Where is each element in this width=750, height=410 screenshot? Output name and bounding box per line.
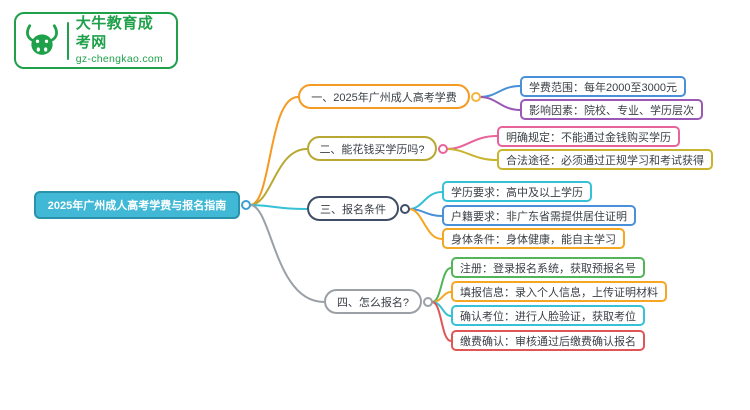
branch1-child2: 影响因素：院校、专业、学历层次 <box>520 99 703 120</box>
connector-branch2-child2 <box>446 148 498 161</box>
branch2-connector-dot <box>438 144 448 154</box>
branch2-child2: 合法途径：必须通过正规学习和考试获得 <box>497 149 713 170</box>
connector-root-branch2 <box>249 148 308 206</box>
connector-root-branch3 <box>249 204 308 210</box>
logo-title: 大牛教育成考网 <box>75 15 154 51</box>
connector-branch1-child1 <box>479 85 521 98</box>
root-topic: 2025年广州成人高考学费与报名指南 <box>34 191 240 219</box>
branch1-topic: 一、2025年广州成人高考学费 <box>298 84 470 109</box>
branch4-child2: 填报信息：录入个人信息，上传证明材料 <box>451 281 667 302</box>
branch3-connector-dot <box>400 204 410 214</box>
branch4-connector-dot <box>423 297 433 307</box>
branch1-connector-dot <box>471 92 481 102</box>
logo-divider <box>67 21 69 60</box>
connector-branch3-child3 <box>408 208 443 240</box>
connector-root-branch4 <box>249 204 325 303</box>
branch4-child3: 确认考位：进行人脸验证，获取考位 <box>451 305 645 326</box>
logo-subtitle: gz-chengkao.com <box>75 52 164 65</box>
branch4-topic: 四、怎么报名? <box>324 289 422 314</box>
branch3-child1: 学历要求：高中及以上学历 <box>442 181 592 202</box>
connector-branch2-child1 <box>446 135 498 150</box>
connector-branch4-child4 <box>431 301 452 342</box>
branch1-child1: 学费范围：每年2000至3000元 <box>520 76 686 97</box>
branch2-child1: 明确规定：不能通过金钱购买学历 <box>497 126 680 147</box>
branch4-child4: 缴费确认：审核通过后缴费确认报名 <box>451 330 645 351</box>
connector-root-branch1 <box>249 96 299 206</box>
root-connector-dot <box>241 200 251 210</box>
branch3-topic: 三、报名条件 <box>307 196 399 221</box>
connector-branch3-child1 <box>408 191 443 210</box>
branch2-topic: 二、能花钱买学历吗? <box>307 136 437 161</box>
bull-icon <box>24 24 60 57</box>
branch3-child2: 户籍要求：非广东省需提供居住证明 <box>442 205 636 226</box>
branch4-child1: 注册：登录报名系统，获取预报名号 <box>451 257 645 278</box>
connector-branch1-child2 <box>479 96 521 111</box>
site-logo: 大牛教育成考网 gz-chengkao.com <box>14 12 178 69</box>
branch3-child3: 身体条件：身体健康，能自主学习 <box>442 228 625 249</box>
